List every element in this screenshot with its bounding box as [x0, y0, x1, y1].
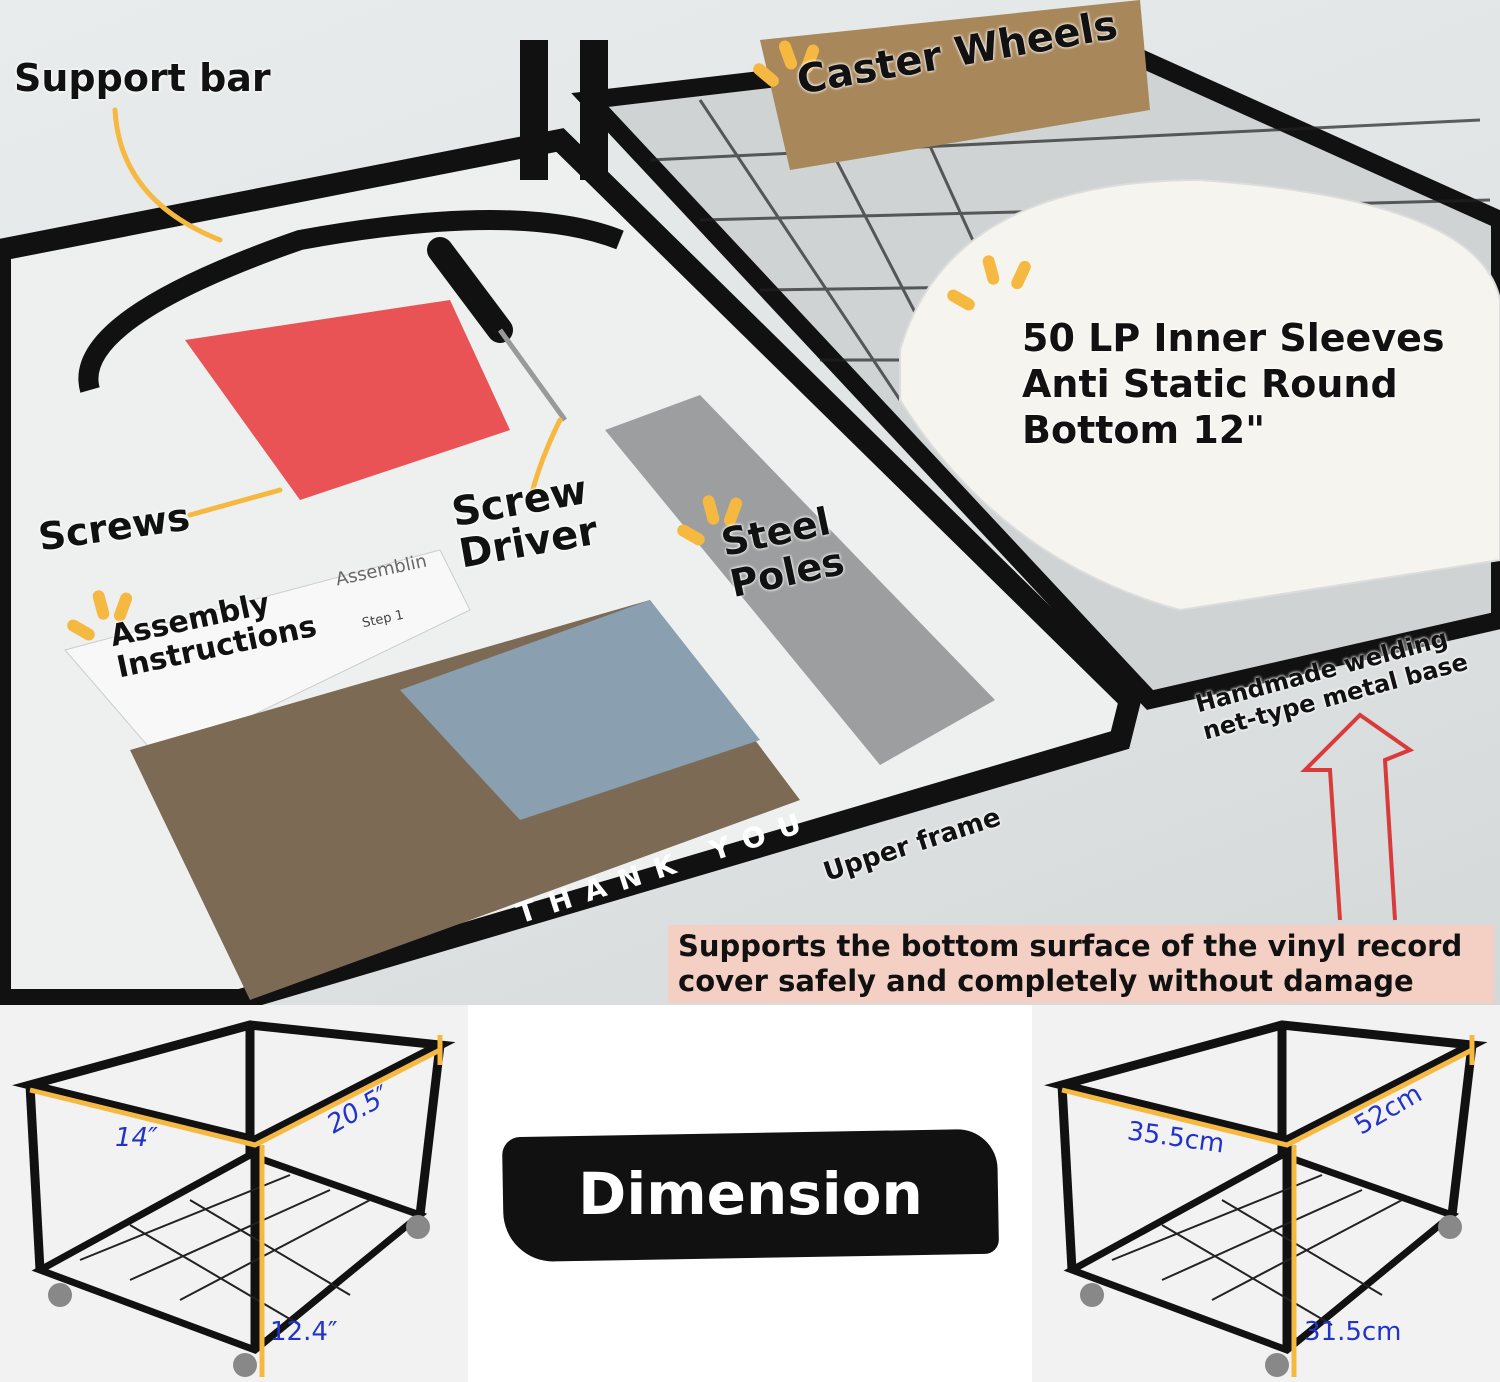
dimension-title: Dimension: [578, 1160, 923, 1228]
height-label: 31.5cm: [1304, 1317, 1402, 1347]
support-bar-label: Support bar: [14, 56, 271, 100]
red-arrow: [1300, 712, 1415, 921]
inner-sleeves-line: Bottom 12": [1022, 408, 1266, 452]
cart-illustration: [1044, 1020, 1488, 1377]
width-label: 14″: [115, 1123, 158, 1153]
caster-box: [760, 0, 1150, 170]
supports-banner-line: cover safely and completely without dama…: [678, 964, 1414, 998]
metric-dimension-panel: 35.5cm 52cm 31.5cm: [1032, 1005, 1500, 1382]
frame-illustration: [0, 0, 1500, 1005]
inner-sleeves-line: 50 LP Inner Sleeves: [1022, 316, 1445, 360]
steel-poles: [605, 395, 995, 765]
inner-sleeves-line: Anti Static Round: [1022, 362, 1398, 406]
inner-sleeves-label: 50 LP Inner Sleeves Anti Static Round Bo…: [1022, 315, 1445, 453]
supports-banner-line: Supports the bottom surface of the vinyl…: [678, 929, 1463, 963]
screwdriver: [427, 237, 513, 343]
supports-banner: Supports the bottom surface of the vinyl…: [668, 925, 1494, 1003]
inner-sleeves: [899, 178, 1500, 612]
support-bar: [78, 210, 624, 393]
product-contents-photo: Support bar Caster Wheels 50 LP Inner Sl…: [0, 0, 1500, 1005]
height-label: 12.4″: [270, 1317, 338, 1347]
cart-illustration: [12, 1020, 456, 1377]
imperial-dimension-panel: 14″ 20.5″ 12.4″: [0, 1005, 468, 1382]
dimension-badge-panel: Dimension: [468, 1005, 1032, 1382]
instruction-sheet: [64, 549, 471, 761]
screw-bag: [185, 300, 510, 500]
